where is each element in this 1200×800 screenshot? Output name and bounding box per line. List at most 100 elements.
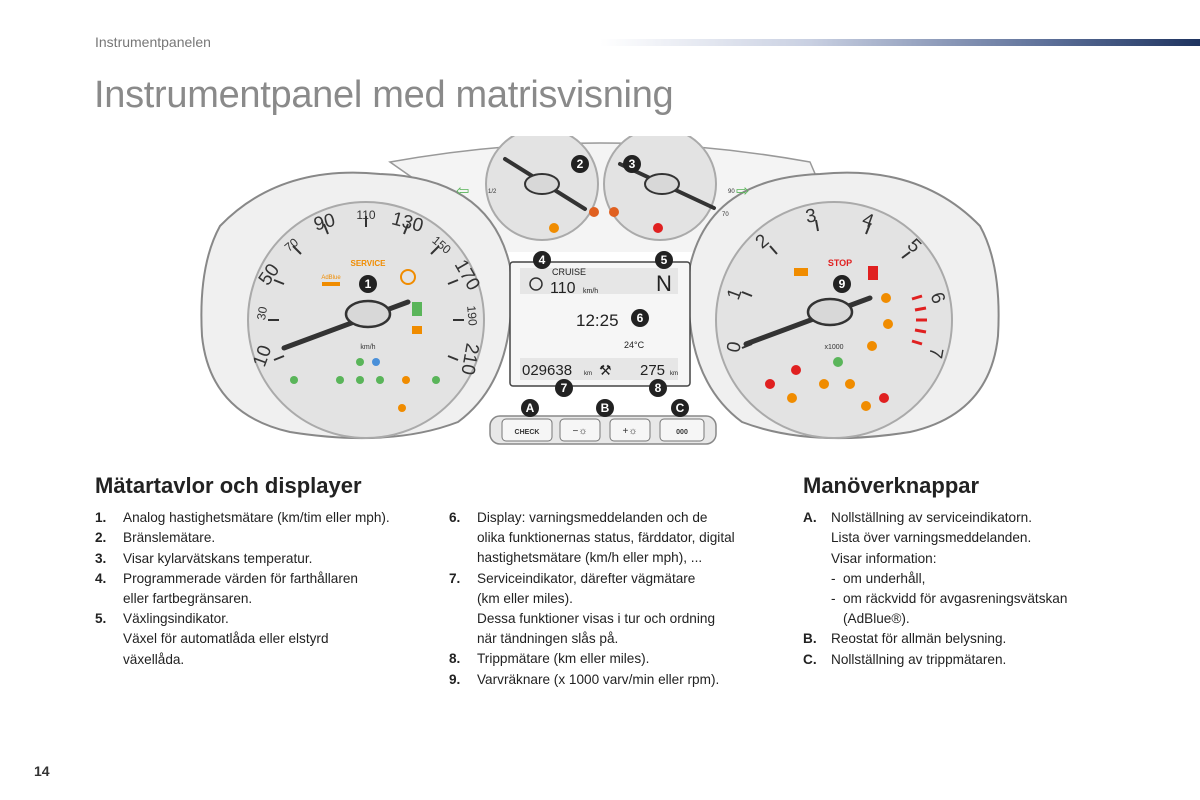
item-number: 5. [95,611,107,627]
item-line: eller fartbegränsaren. [123,591,253,607]
section-header: Instrumentpanelen [95,34,211,50]
item-line: Varvräknare (x 1000 varv/min eller rpm). [477,671,720,687]
fuel-low-icon [549,223,559,233]
item-subline-continued: (AdBlue®). [843,611,910,627]
callout-1: 1 [365,277,372,291]
callout-8: 8 [655,381,662,395]
temp-warning-icon [653,223,663,233]
item-line: Serviceindikator, därefter vägmätare [477,570,696,586]
list-item: 8. Trippmätare (km eller miles). [449,649,779,669]
item-number: C. [803,651,817,667]
seatbelt-icon-right [609,207,619,217]
item-subline: om räckvidd för avgasreningsvätskan [831,589,1133,609]
callout-6: 6 [637,311,644,325]
display-bottom-row [520,358,678,380]
list-item: 1. Analog hastighetsmätare (km/tim eller … [95,508,435,528]
service-warning-label: SERVICE [351,259,387,268]
item-line: Visar kylarvätskans temperatur. [123,550,313,566]
tacho-warning-lights [765,293,893,411]
dim-minus-button[interactable] [559,418,601,442]
item-line: Display: varningsmeddelanden och de [477,510,708,525]
wrench-icon: ⚒ [599,362,612,378]
speedo-tick-190: 190 [464,305,480,326]
fuel-label-half: 1/2 [488,189,497,195]
right-column: Manöverknappar A. Nollställning av servi… [803,474,1133,670]
gauge-list-continued: 6. Display: varningsmeddelanden och de oli… [449,508,779,690]
stop-warning-label: STOP [828,258,852,268]
item-number: 6. [449,510,461,525]
list-item: 3.Visar kylarvätskans temperatur. [95,549,435,569]
tacho-tick-7: 7 [924,346,947,360]
list-item: 5.Växlingsindikator.Växel för automatlåd… [95,609,435,670]
item-number: 2. [95,530,107,546]
callout-b: B [601,401,610,415]
callout-2: 2 [577,157,584,171]
list-item-c: C. Nollställning av trippmätaren. [803,650,1133,670]
fuel-filter-icon [412,302,422,316]
display-odometer-unit: km [584,371,592,377]
item-line: Växel för automatlåda eller elstyrd [123,631,329,647]
dim-minus-label: −☼ [572,426,587,437]
adblue-label: AdBlue [321,275,341,281]
display-odometer: 029638 [522,362,572,379]
item-line: olika funktionernas status, färddator, d… [477,530,735,546]
middle-column: 6. Display: varningsmeddelanden och de oli… [449,508,779,690]
gauge-list: 1. Analog hastighetsmätare (km/tim eller … [95,508,435,670]
left-column: Mätartavlor och displayer 1. Analog hasti… [95,473,435,670]
item-number: 8. [449,651,461,667]
check-button-label: CHECK [515,429,540,436]
item-line: Nollställning av trippmätaren. [831,651,1007,667]
tacho-tick-3: 3 [804,205,818,228]
display-clock: 12:25 [576,311,619,330]
list-item: 2.Bränslemätare. [95,528,435,548]
callout-c: C [676,401,685,415]
display-top-row [520,268,678,294]
speedo-tick-110: 110 [356,208,375,222]
item-line: Reostat för allmän belysning. [831,631,1007,647]
speedo-warning-lights [290,358,440,412]
turn-right-arrow-icon: ⇨ [736,183,749,200]
list-item: 9.Varvräknare (x 1000 varv/min eller rpm… [449,670,779,690]
item-line: Dessa funktioner visas i tur och ordning [477,611,716,627]
turn-left-arrow-icon: ⇦ [456,183,469,200]
lights-icon [412,326,422,334]
display-temp: 24°C [624,340,645,350]
cruise-icon [529,277,543,291]
temp-label-70: 70 [722,212,729,218]
list-item: 6. Display: varningsmeddelanden och de oli… [449,508,779,569]
tacho-hub [806,297,854,327]
item-number: A. [803,510,817,526]
item-line: Trippmätare (km eller miles). [477,651,650,667]
display-trip: 275 [640,362,665,379]
display-speed: 110 [550,280,576,297]
section-heading-gauges: Mätartavlor och displayer [95,473,362,498]
tacho-tick-0: 0 [723,340,746,354]
callout-7: 7 [561,381,568,395]
item-number: 7. [449,570,461,586]
speedo-hub [344,299,392,329]
speedo-tick-marks [268,216,464,361]
dim-plus-button[interactable] [609,418,651,442]
fuel-hub [524,173,560,195]
speedo-unit: km/h [360,344,375,351]
item-line: Visar information: [831,550,937,566]
tacho-unit: x1000 [824,344,843,351]
item-line: Analog hastighetsmätare (km/tim eller mp… [123,510,390,526]
controls-list: A. Nollställning av serviceindikatorn. L… [803,508,1133,670]
instrument-cluster-illustration: 10 30 50 70 90 110 130 150 170 190 210 k… [190,127,1010,446]
callout-3: 3 [629,157,636,171]
callout-5: 5 [661,253,668,267]
item-number: 1. [95,510,107,526]
tacho-redline [911,294,927,346]
check-button[interactable] [501,418,553,442]
item-line: Nollställning av serviceindikatorn. [831,510,1032,526]
display-cruise: CRUISE [552,267,586,277]
callout-4: 4 [539,253,546,267]
list-item-b: B. Reostat för allmän belysning. [803,629,1133,649]
item-line: (km eller miles). [477,590,573,606]
trip-reset-button[interactable] [659,418,705,442]
oil-pressure-icon [794,268,808,276]
display-gear: N [656,271,672,296]
list-item: 7. Serviceindikator, därefter vägmätare (k… [449,569,779,650]
